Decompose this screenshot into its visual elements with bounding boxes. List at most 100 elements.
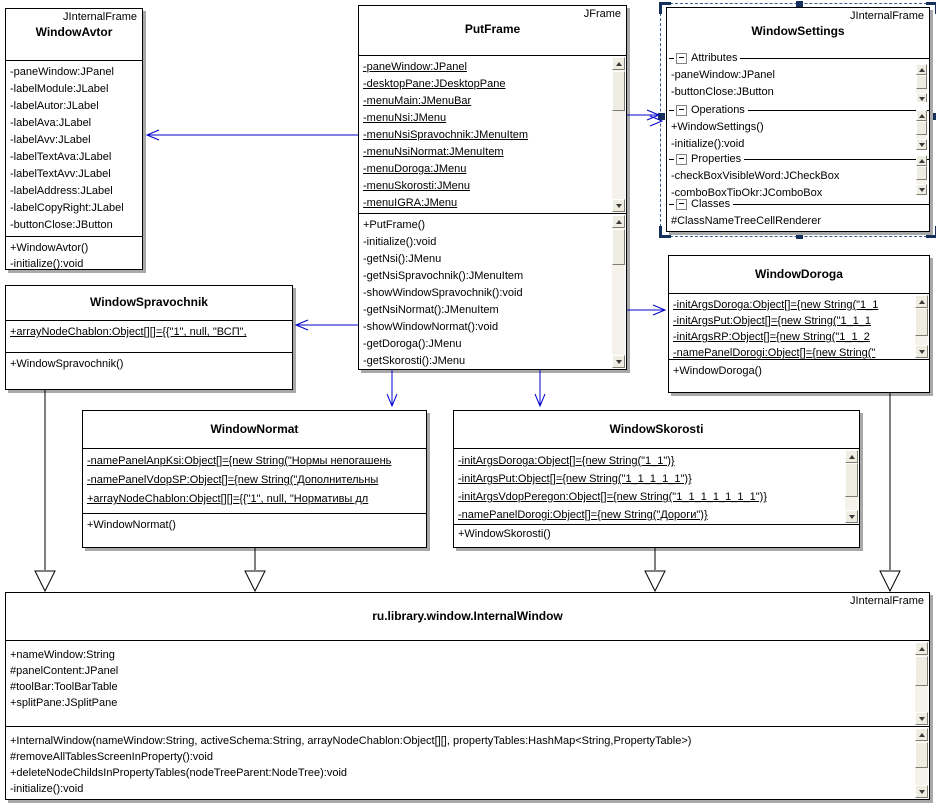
- attribute-row[interactable]: -paneWindow:JPanel: [363, 61, 467, 73]
- operation-row[interactable]: +WindowSettings(): [671, 121, 764, 133]
- attribute-row[interactable]: -buttonClose:JButton: [10, 219, 113, 231]
- attribute-row[interactable]: -buttonClose:JButton: [671, 86, 774, 98]
- class-title[interactable]: WindowAvtor: [35, 25, 113, 39]
- scrollbar[interactable]: [916, 110, 927, 150]
- class-title[interactable]: PutFrame: [464, 22, 521, 36]
- selection-handle-bottom[interactable]: [796, 232, 803, 239]
- attribute-row[interactable]: +splitPane:JSplitPane: [10, 697, 118, 709]
- selection-handle-right[interactable]: [932, 113, 936, 120]
- operation-row[interactable]: -showWindowSpravochnik():void: [363, 287, 523, 299]
- attribute-row[interactable]: -menuMain:JMenuBar: [363, 95, 472, 107]
- scroll-down-icon[interactable]: [916, 139, 927, 150]
- class-title[interactable]: WindowSkorosti: [609, 422, 704, 436]
- scrollbar[interactable]: [916, 64, 927, 102]
- operation-row[interactable]: -getNsiNormat():JMenuItem: [363, 304, 499, 316]
- attribute-row[interactable]: #toolBar:ToolBarTable: [10, 681, 118, 693]
- class-box-windowskorosti[interactable]: WindowSkorosti -initArgsDoroga:Object[]=…: [453, 410, 860, 548]
- attribute-row[interactable]: -labelTextAva:JLabel: [10, 151, 112, 163]
- operation-row[interactable]: +deleteNodeChildsInPropertyTables(nodeTr…: [10, 767, 348, 779]
- class-title[interactable]: WindowSpravochnik: [90, 295, 208, 309]
- class-box-windowavtor[interactable]: JInternalFrame WindowAvtor -paneWindow:J…: [5, 8, 143, 270]
- dependency-putframe-to-windowskorosti[interactable]: [534, 370, 546, 408]
- scroll-thumb[interactable]: [612, 71, 625, 111]
- attribute-row[interactable]: -labelTextAvv:JLabel: [10, 168, 111, 180]
- collapse-icon[interactable]: [676, 153, 687, 165]
- scroll-up-icon[interactable]: [612, 57, 625, 70]
- operation-row[interactable]: +InternalWindow(nameWindow:String, activ…: [10, 735, 692, 747]
- attribute-row[interactable]: -namePanelAnpKsi:Object[]={new String("Н…: [87, 455, 392, 467]
- scroll-up-icon[interactable]: [915, 295, 928, 308]
- class-title[interactable]: ru.library.window.InternalWindow: [372, 609, 563, 623]
- operation-row[interactable]: +WindowNormat(): [87, 519, 176, 531]
- attribute-row[interactable]: -menuNsiNormat:JMenuItem: [363, 146, 504, 158]
- collapse-icon[interactable]: [676, 104, 687, 116]
- dependency-putframe-to-windowsettings[interactable]: [627, 109, 664, 127]
- scroll-down-icon[interactable]: [915, 785, 928, 798]
- scroll-down-icon[interactable]: [915, 712, 928, 725]
- class-box-windowsettings[interactable]: JInternalFrame WindowSettings Attributes…: [666, 7, 930, 232]
- attribute-row[interactable]: -initArgsVdopPeregon:Object[]={new Strin…: [458, 491, 767, 503]
- attribute-row[interactable]: -initArgsDoroga:Object[]={new String("1_…: [673, 299, 879, 311]
- operation-row[interactable]: -initialize():void: [671, 138, 745, 150]
- scroll-thumb[interactable]: [916, 121, 927, 135]
- attribute-row[interactable]: #panelContent:JPanel: [10, 665, 119, 677]
- class-title[interactable]: WindowDoroga: [755, 267, 843, 281]
- generalization-windownormat-to-internalwindow[interactable]: [244, 548, 266, 593]
- scrollbar[interactable]: [612, 57, 625, 212]
- operation-row[interactable]: -initialize():void: [10, 783, 84, 795]
- scroll-up-icon[interactable]: [915, 642, 928, 655]
- attribute-row[interactable]: -labelAva:JLabel: [10, 117, 92, 129]
- scroll-thumb[interactable]: [612, 229, 625, 265]
- attribute-row[interactable]: -menuNsiSpravochnik:JMenuItem: [363, 129, 529, 141]
- operation-row[interactable]: +PutFrame(): [363, 219, 426, 231]
- scrollbar[interactable]: [915, 295, 928, 358]
- collapse-icon[interactable]: [676, 198, 687, 210]
- scroll-thumb[interactable]: [916, 166, 927, 180]
- scroll-down-icon[interactable]: [612, 199, 625, 212]
- scroll-up-icon[interactable]: [612, 215, 625, 228]
- operation-row[interactable]: #removeAllTablesScreenInProperty():void: [10, 751, 213, 763]
- class-row[interactable]: #ClassNameTreeCellRenderer: [671, 215, 821, 227]
- collapse-icon[interactable]: [676, 52, 687, 64]
- property-row[interactable]: -checkBoxVisibleWord:JCheckBox: [671, 170, 840, 182]
- class-box-internalwindow[interactable]: JInternalFrame ru.library.window.Interna…: [5, 592, 930, 800]
- attribute-row[interactable]: -desktopPane:JDesktopPane: [363, 78, 506, 90]
- attribute-row[interactable]: -labelAutor:JLabel: [10, 100, 99, 112]
- scrollbar[interactable]: [612, 215, 625, 368]
- attribute-row[interactable]: +arrayNodeChablon:Object[][]={{"1", null…: [10, 326, 247, 338]
- scroll-down-icon[interactable]: [915, 345, 928, 358]
- scroll-thumb[interactable]: [845, 463, 858, 497]
- scroll-up-icon[interactable]: [845, 450, 858, 463]
- scroll-up-icon[interactable]: [916, 155, 927, 166]
- dependency-putframe-to-windowdoroga[interactable]: [627, 304, 667, 316]
- property-row[interactable]: -comboBoxTipOkr:JComboBox: [671, 187, 823, 196]
- operation-row[interactable]: +WindowSpravochnik(): [10, 358, 124, 370]
- attribute-row[interactable]: -namePanelDorogi:Object[]={new String(": [673, 347, 876, 359]
- attribute-row[interactable]: -namePanelDorogi:Object[]={new String("Д…: [458, 509, 708, 521]
- attribute-row[interactable]: -namePanelVdopSP:Object[]={new String("Д…: [87, 474, 379, 486]
- attribute-row[interactable]: -initArgsPut:Object[]={new String("1_1_1: [673, 315, 872, 327]
- scroll-down-icon[interactable]: [916, 184, 927, 195]
- scrollbar[interactable]: [845, 450, 858, 523]
- scroll-thumb[interactable]: [915, 308, 928, 336]
- class-title[interactable]: WindowSettings: [751, 24, 845, 38]
- class-title[interactable]: WindowNormat: [210, 422, 299, 436]
- selection-handle-left[interactable]: [658, 113, 665, 120]
- attribute-row[interactable]: -paneWindow:JPanel: [10, 66, 114, 78]
- scroll-thumb[interactable]: [916, 75, 927, 89]
- scroll-down-icon[interactable]: [845, 510, 858, 523]
- operation-row[interactable]: +WindowSkorosti(): [458, 528, 551, 540]
- scroll-down-icon[interactable]: [612, 355, 625, 368]
- scrollbar[interactable]: [916, 155, 927, 195]
- scroll-thumb[interactable]: [915, 742, 928, 768]
- class-box-windowdoroga[interactable]: WindowDoroga -initArgsDoroga:Object[]={n…: [668, 255, 930, 393]
- operation-row[interactable]: +WindowDoroga(): [673, 365, 762, 377]
- attribute-row[interactable]: +arrayNodeChablon:Object[][]={{"1", null…: [87, 493, 369, 505]
- attribute-row[interactable]: -initArgsPut:Object[]={new String("1_1_1…: [458, 473, 692, 485]
- attribute-row[interactable]: -initArgsDoroga:Object[]={new String("1_…: [458, 455, 675, 467]
- attribute-row[interactable]: -menuSkorosti:JMenu: [363, 180, 470, 192]
- scroll-down-icon[interactable]: [916, 93, 927, 102]
- attribute-row[interactable]: -labelCopyRight:JLabel: [10, 202, 124, 214]
- operation-row[interactable]: -getSkorosti():JMenu: [363, 355, 466, 367]
- operation-row[interactable]: -getNsi():JMenu: [363, 253, 442, 265]
